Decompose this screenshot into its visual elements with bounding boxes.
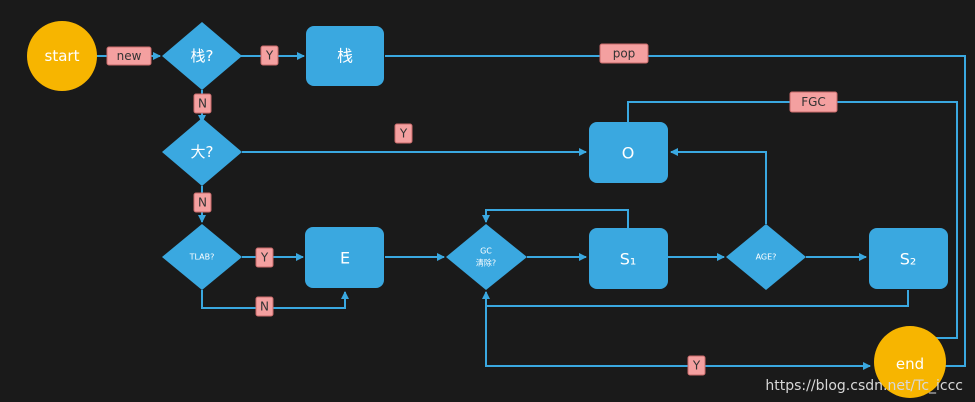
label-stack-yes: Y bbox=[260, 45, 279, 66]
label-new: new bbox=[106, 46, 152, 66]
old-generation-label: O bbox=[622, 144, 635, 163]
survivor1-label: S₁ bbox=[620, 250, 637, 269]
start-label: start bbox=[45, 47, 80, 65]
gc-decision-label-line1: GC bbox=[480, 247, 492, 256]
edge-age-question-to-old bbox=[670, 148, 767, 224]
end-node: end bbox=[874, 326, 946, 398]
label-big-no: N bbox=[193, 192, 212, 213]
edge-old-to-end-fgc bbox=[627, 101, 958, 339]
old-generation-box: O bbox=[589, 122, 668, 183]
edge-s1-to-gc-question-loop bbox=[482, 209, 629, 228]
survivor1-box: S₁ bbox=[589, 228, 668, 289]
gc-decision-label-line2: 清除? bbox=[476, 258, 496, 268]
label-tlab-yes: Y bbox=[255, 247, 274, 268]
svg-text:N: N bbox=[260, 300, 269, 314]
big-object-decision-label: 大? bbox=[191, 143, 214, 161]
svg-text:pop: pop bbox=[613, 47, 636, 61]
label-tlab-no: N bbox=[255, 296, 274, 317]
svg-text:N: N bbox=[198, 97, 207, 111]
stack-box: 栈 bbox=[306, 26, 384, 86]
survivor2-label: S₂ bbox=[900, 250, 917, 269]
label-big-yes: Y bbox=[394, 123, 413, 144]
edge-stack-to-end-pop bbox=[385, 55, 966, 370]
age-decision: AGE? bbox=[726, 224, 806, 290]
eden-box: E bbox=[305, 227, 384, 288]
eden-label: E bbox=[340, 249, 350, 268]
stack-box-label: 栈 bbox=[337, 47, 353, 66]
svg-text:Y: Y bbox=[260, 251, 269, 265]
label-pop: pop bbox=[599, 43, 649, 64]
gc-decision: GC 清除? bbox=[446, 224, 527, 290]
svg-text:new: new bbox=[117, 49, 142, 63]
label-gc-yes: Y bbox=[687, 355, 706, 376]
stack-decision: 栈? bbox=[162, 22, 242, 90]
svg-text:Y: Y bbox=[399, 127, 408, 141]
svg-text:Y: Y bbox=[265, 49, 274, 63]
label-fgc: FGC bbox=[789, 91, 838, 113]
label-stack-no: N bbox=[193, 93, 212, 114]
svg-text:FGC: FGC bbox=[801, 95, 826, 109]
edge-gc-question-to-end-yes bbox=[485, 292, 871, 370]
svg-text:Y: Y bbox=[692, 359, 701, 373]
big-object-decision: 大? bbox=[162, 118, 242, 186]
tlab-decision: TLAB? bbox=[162, 224, 242, 290]
age-decision-label: AGE? bbox=[756, 253, 777, 262]
end-label: end bbox=[896, 355, 924, 373]
survivor2-box: S₂ bbox=[869, 228, 948, 289]
edge-s2-to-gc-question bbox=[482, 290, 909, 307]
svg-text:N: N bbox=[198, 196, 207, 210]
watermark-url: https://blog.csdn.net/Tc_iccc bbox=[765, 378, 963, 394]
stack-decision-label: 栈? bbox=[191, 47, 214, 65]
tlab-decision-label: TLAB? bbox=[189, 253, 215, 262]
start-node: start bbox=[27, 21, 97, 91]
